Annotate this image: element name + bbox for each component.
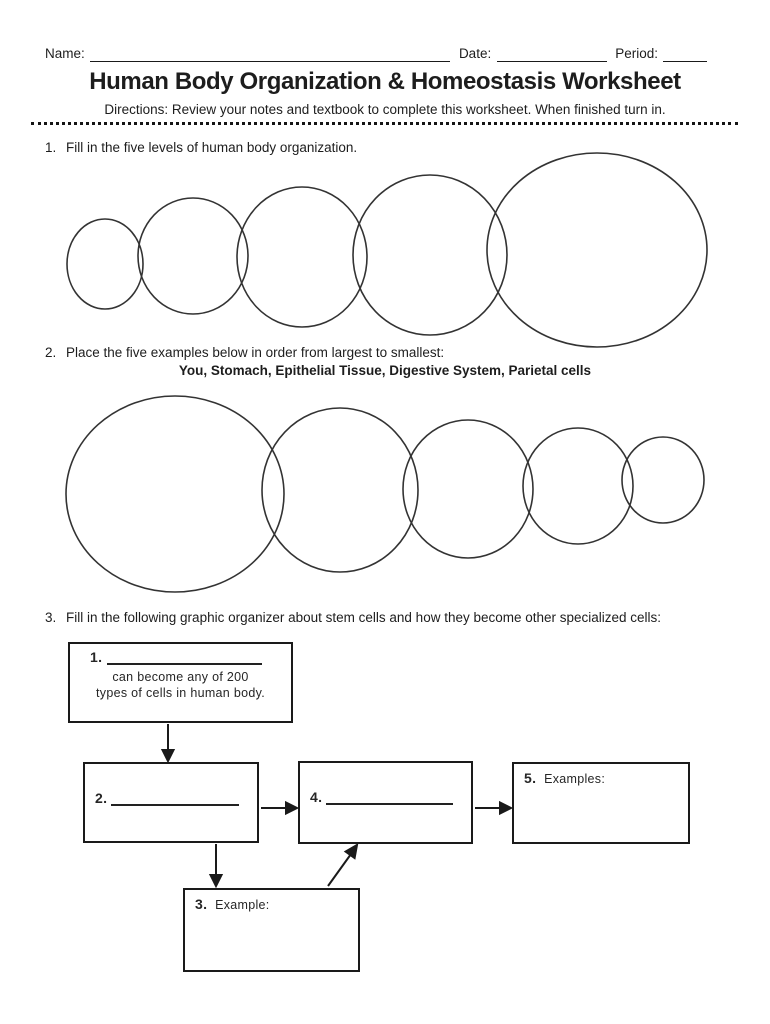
box1-number: 1. — [90, 649, 103, 665]
box3-number: 3. — [195, 896, 208, 912]
name-label: Name: — [45, 46, 85, 61]
question-2-text: Place the five examples below in order f… — [66, 345, 445, 360]
arrowhead-box2-to-box3 — [208, 874, 224, 889]
arrowhead-box3-to-box4 — [343, 843, 359, 860]
question-2-number: 2. — [45, 345, 57, 360]
box4-number: 4. — [310, 789, 323, 805]
arrow-box3-to-box4 — [327, 853, 352, 887]
q1-circles-diagram — [66, 152, 708, 348]
q2-circle-3 — [402, 419, 534, 559]
stem-cell-graphic-organizer: 1. can become any of 200 types of cells … — [0, 630, 770, 1000]
q1-circle-2 — [137, 197, 249, 315]
q2-circle-1 — [65, 395, 285, 593]
box5-number: 5. — [524, 770, 537, 786]
box3-label: Example: — [215, 898, 270, 912]
organizer-box-2: 2. — [83, 762, 259, 843]
organizer-box-1: 1. can become any of 200 types of cells … — [68, 642, 293, 723]
q2-circles-diagram — [65, 395, 705, 593]
name-blank-line[interactable] — [89, 46, 450, 62]
box1-blank-line[interactable] — [107, 650, 263, 665]
arrowhead-box4-to-box5 — [499, 800, 514, 816]
q1-circle-5 — [486, 152, 708, 348]
q2-circle-4 — [522, 427, 634, 545]
q2-circle-5 — [621, 436, 705, 524]
organizer-box-4: 4. — [298, 761, 473, 844]
q2-circle-2 — [261, 407, 419, 573]
question-3-text: Fill in the following graphic organizer … — [66, 610, 662, 625]
organizer-box-5[interactable]: 5. Examples: — [512, 762, 690, 844]
question-3-number: 3. — [45, 610, 57, 625]
period-label: Period: — [615, 46, 658, 61]
organizer-box-3[interactable]: 3. Example: — [183, 888, 360, 972]
q1-circle-3 — [236, 186, 368, 328]
box2-number: 2. — [95, 790, 108, 806]
date-blank-line[interactable] — [497, 46, 608, 62]
directions-text: Directions: Review your notes and textbo… — [104, 102, 666, 117]
box1-text-line1: can become any of 200 — [112, 670, 249, 684]
question-3: 3. Fill in the following graphic organiz… — [45, 610, 755, 625]
organizer-arrows — [160, 724, 514, 889]
box2-blank-line[interactable] — [111, 790, 239, 806]
period-blank-line[interactable] — [663, 46, 707, 62]
box4-blank-line[interactable] — [326, 789, 453, 805]
question-2-examples: You, Stomach, Epithelial Tissue, Digesti… — [178, 363, 592, 378]
question-1: 1. Fill in the five levels of human body… — [45, 140, 755, 155]
q1-circle-1 — [66, 218, 144, 310]
q1-circle-4 — [352, 174, 508, 336]
arrowhead-box1-to-box2 — [160, 749, 176, 764]
box1-text-line2: types of cells in human body. — [96, 686, 265, 701]
question-1-text: Fill in the five levels of human body or… — [66, 140, 358, 155]
question-1-number: 1. — [45, 140, 57, 155]
page-title: Human Body Organization & Homeostasis Wo… — [89, 68, 681, 95]
box5-label: Examples: — [544, 772, 606, 786]
date-label: Date: — [458, 46, 492, 61]
header-fields: Name: Date: Period: — [45, 46, 707, 62]
arrowhead-box2-to-box4 — [285, 800, 300, 816]
question-2: 2. Place the five examples below in orde… — [45, 345, 755, 360]
dotted-divider — [31, 122, 738, 125]
